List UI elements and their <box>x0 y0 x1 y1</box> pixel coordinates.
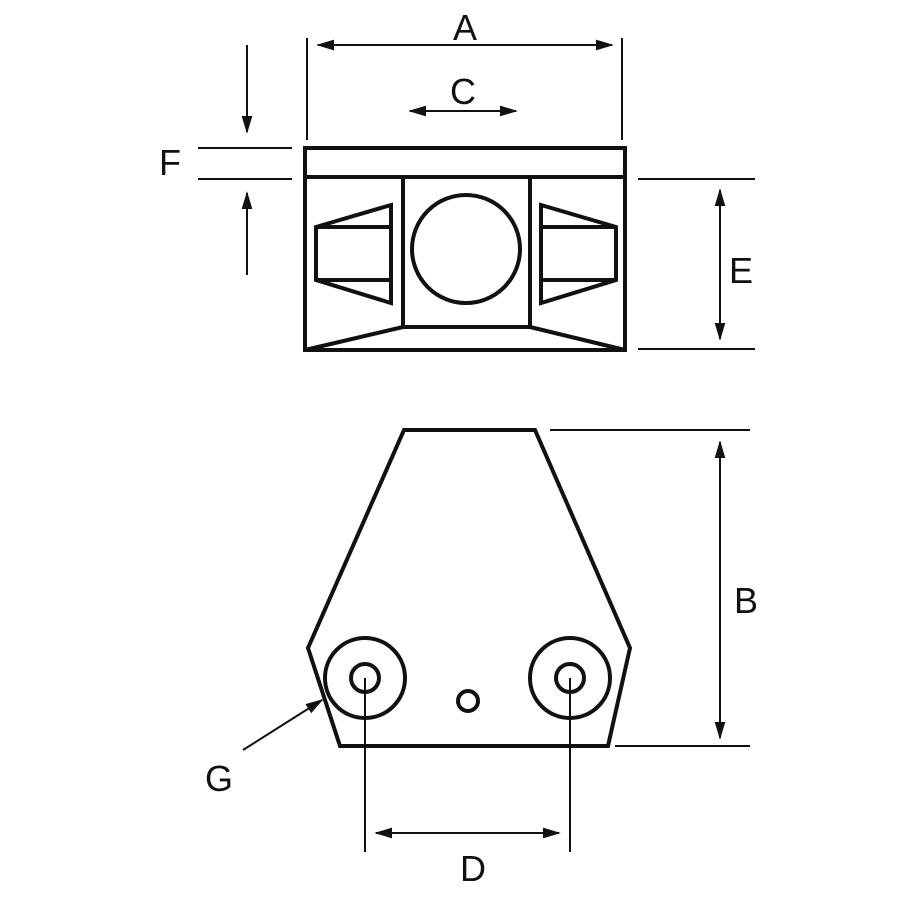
top-view <box>303 146 627 352</box>
dimension-A: A <box>306 7 623 140</box>
right-wedge <box>539 202 618 306</box>
dimension-F: F <box>159 45 292 275</box>
top-view-outline <box>303 146 627 352</box>
center-small-hole <box>456 689 480 713</box>
dimension-B: B <box>550 429 758 747</box>
bottom-view <box>305 428 633 748</box>
dimension-C: C <box>408 71 518 117</box>
bottom-chamfer-right <box>529 325 626 352</box>
label-G: G <box>205 758 233 799</box>
center-hole <box>410 193 522 305</box>
bottom-view-outline <box>305 428 633 748</box>
label-B: B <box>734 580 758 621</box>
dimension-E: E <box>638 178 755 350</box>
label-C: C <box>450 71 476 112</box>
center-block <box>401 175 532 329</box>
bottom-chamfer-left <box>304 325 404 352</box>
label-A: A <box>453 7 477 48</box>
label-F: F <box>159 142 181 183</box>
callout-G: G <box>205 699 324 799</box>
dimension-D: D <box>364 678 571 889</box>
left-wedge <box>314 202 393 306</box>
label-E: E <box>729 250 753 291</box>
label-D: D <box>460 848 486 889</box>
